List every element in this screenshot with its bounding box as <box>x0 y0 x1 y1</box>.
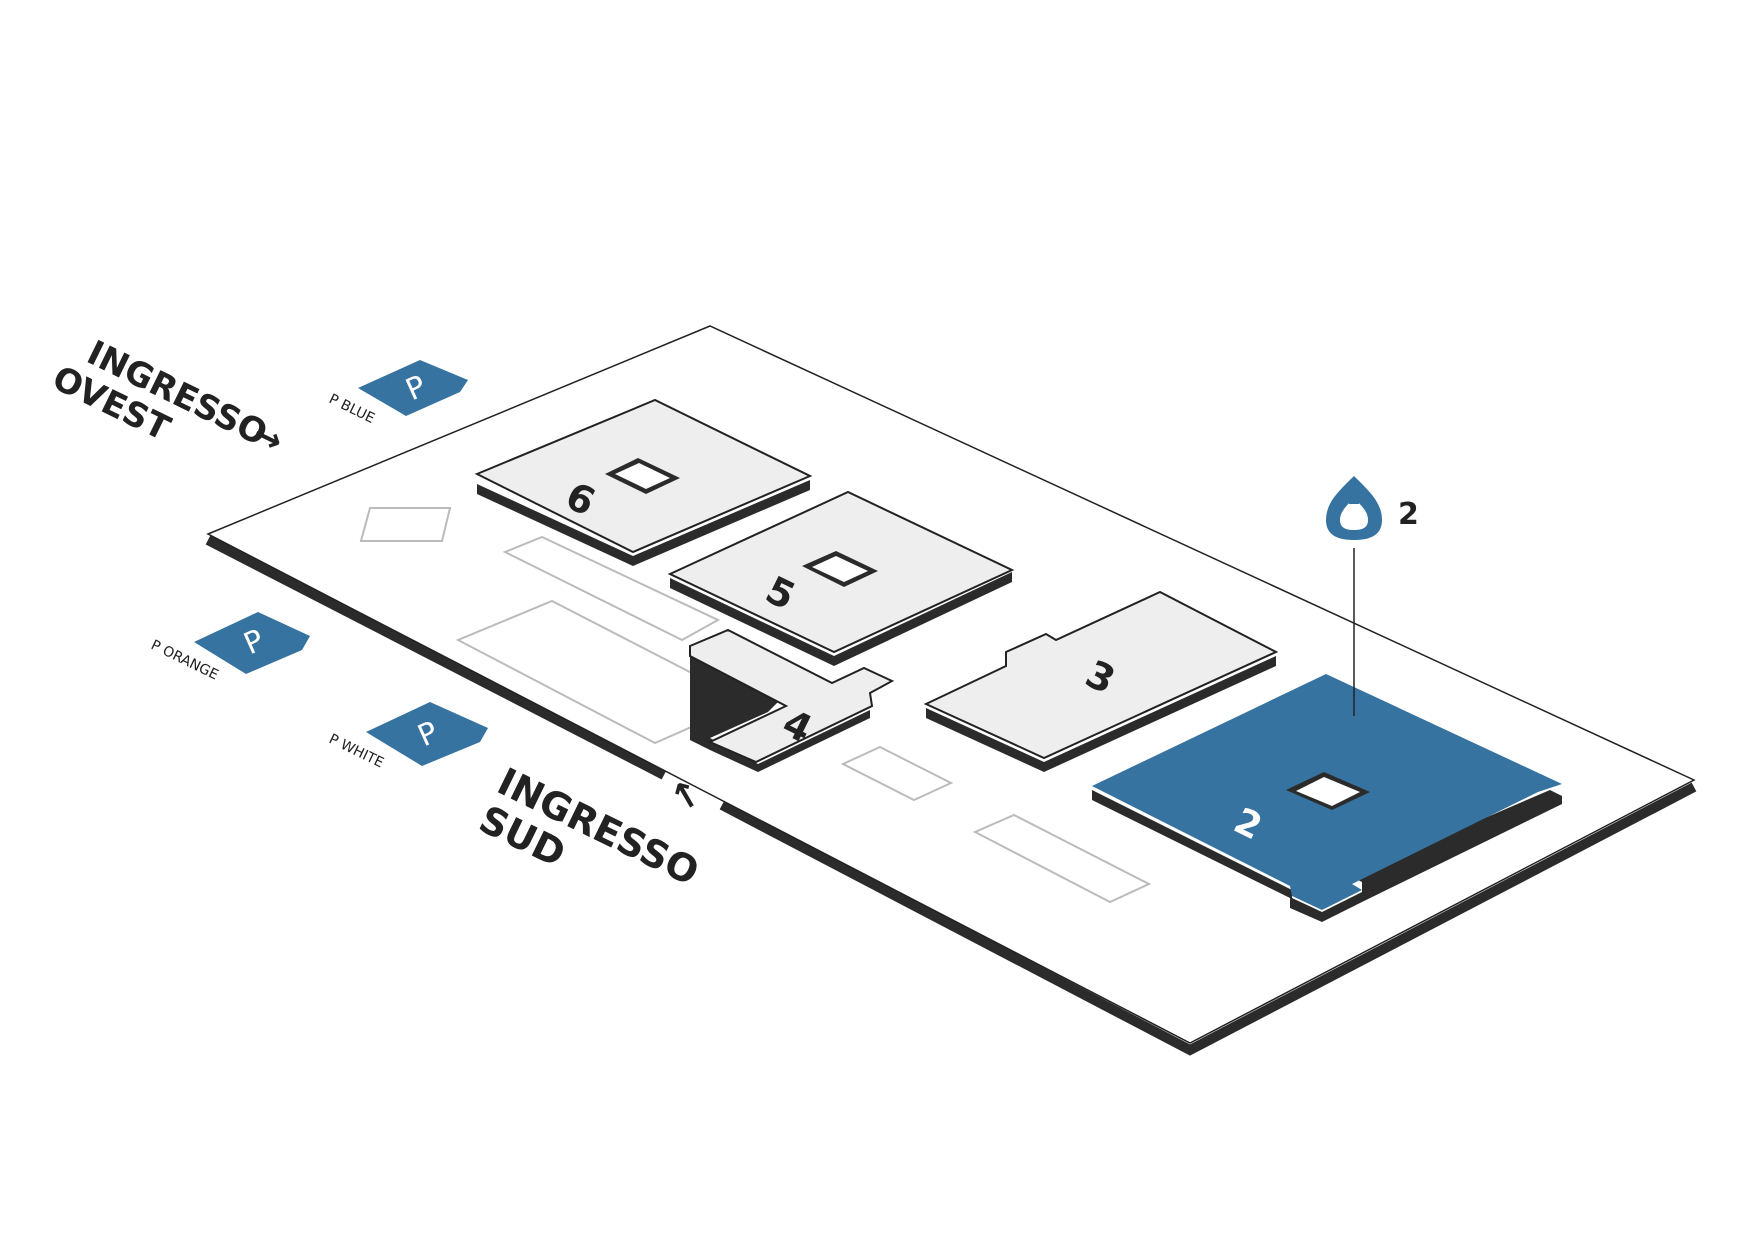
hall-5-courtyard-inner <box>812 556 868 582</box>
minor-structure <box>840 745 954 802</box>
entrance-south[interactable]: ↑ INGRESSO SUD <box>472 759 709 932</box>
parking-white[interactable]: P P WHITE <box>326 702 488 771</box>
ground-edge-bottom-shadow <box>719 782 1697 1056</box>
parking-blue-sign <box>358 360 468 416</box>
parking-blue-label: P BLUE <box>326 391 377 427</box>
hall-5[interactable]: 5 <box>667 490 1015 666</box>
ground-edge-left-shadow <box>205 535 667 780</box>
location-marker[interactable]: 2 <box>1326 476 1419 716</box>
parking-white-sign <box>366 702 488 766</box>
hall-4[interactable]: 4 <box>689 628 895 772</box>
entrance-west[interactable]: INGRESSO OVEST → <box>46 324 289 496</box>
ground-plate <box>205 325 1697 1056</box>
marker-label: 2 <box>1398 497 1419 532</box>
hall-2[interactable]: 2 <box>1092 674 1562 922</box>
ground-plate-surface <box>206 325 1696 1044</box>
water-drop-icon <box>1326 476 1382 540</box>
hall-3-roof <box>923 590 1279 760</box>
hall-6-courtyard-inner <box>615 463 670 489</box>
hall-5-shadow <box>670 572 1012 666</box>
hall-2-courtyard-inner <box>1296 777 1360 806</box>
hall-3[interactable]: 3 <box>923 590 1279 772</box>
minor-structure <box>972 813 1152 904</box>
parking-orange[interactable]: P P ORANGE <box>148 612 310 684</box>
hall-6[interactable]: 6 <box>474 398 813 566</box>
minor-structure <box>359 507 452 542</box>
hall-6-shadow <box>477 480 810 566</box>
parking-orange-sign <box>194 612 310 674</box>
hall-4-roof <box>689 628 895 764</box>
minor-structure <box>502 535 721 642</box>
parking-blue[interactable]: P P BLUE <box>326 360 468 427</box>
